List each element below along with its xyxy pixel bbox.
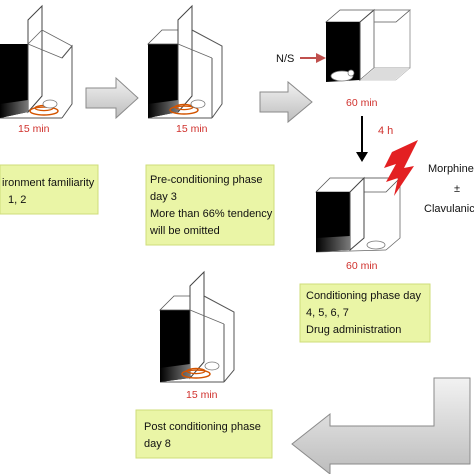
phase-2-line-3: More than 66% tendency bbox=[150, 208, 273, 220]
time-label-5: 15 min bbox=[186, 389, 218, 401]
phase-box-5: Post conditioning phase day 8 bbox=[135, 409, 273, 459]
arrow-right-2 bbox=[259, 80, 313, 124]
phase-1-line-1: ironment familiarity bbox=[2, 177, 95, 189]
phase-box-1: ironment familiarity 1, 2 bbox=[0, 164, 99, 215]
drug-line-3: Clavulanic A bbox=[424, 203, 474, 215]
interval-label: 4 h bbox=[378, 125, 393, 137]
phase-2-line-4: will be omitted bbox=[149, 225, 220, 237]
phase-4-line-1: Conditioning phase day bbox=[306, 290, 421, 302]
time-label-3: 60 min bbox=[346, 97, 378, 109]
time-label-2: 15 min bbox=[176, 123, 208, 135]
apparatus-4 bbox=[315, 176, 401, 253]
arrow-bend-left bbox=[291, 377, 471, 474]
apparatus-5 bbox=[159, 270, 235, 383]
phase-4-line-3: Drug administration bbox=[306, 324, 401, 336]
lightning-icon bbox=[384, 140, 418, 196]
phase-2-line-1: Pre-conditioning phase bbox=[150, 174, 263, 186]
ns-label: N/S bbox=[276, 53, 294, 65]
phase-box-2: Pre-conditioning phase day 3 More than 6… bbox=[145, 164, 275, 246]
arrow-right-1 bbox=[85, 76, 139, 120]
phase-1-line-2: 1, 2 bbox=[8, 194, 26, 206]
ns-arrow-head bbox=[316, 53, 326, 63]
drug-line-1: Morphine bbox=[428, 163, 474, 175]
apparatus-2 bbox=[147, 4, 223, 119]
phase-box-4: Conditioning phase day 4, 5, 6, 7 Drug a… bbox=[299, 283, 431, 343]
apparatus-3 bbox=[324, 8, 412, 82]
drug-line-2: ± bbox=[454, 183, 460, 195]
phase-5-line-1: Post conditioning phase bbox=[144, 421, 261, 433]
phase-2-line-2: day 3 bbox=[150, 191, 177, 203]
down-arrow-head bbox=[356, 152, 368, 162]
time-label-4: 60 min bbox=[346, 260, 378, 272]
time-label-1: 15 min bbox=[18, 123, 50, 135]
phase-4-line-2: 4, 5, 6, 7 bbox=[306, 307, 349, 319]
phase-5-line-2: day 8 bbox=[144, 438, 171, 450]
apparatus-1 bbox=[0, 4, 73, 119]
